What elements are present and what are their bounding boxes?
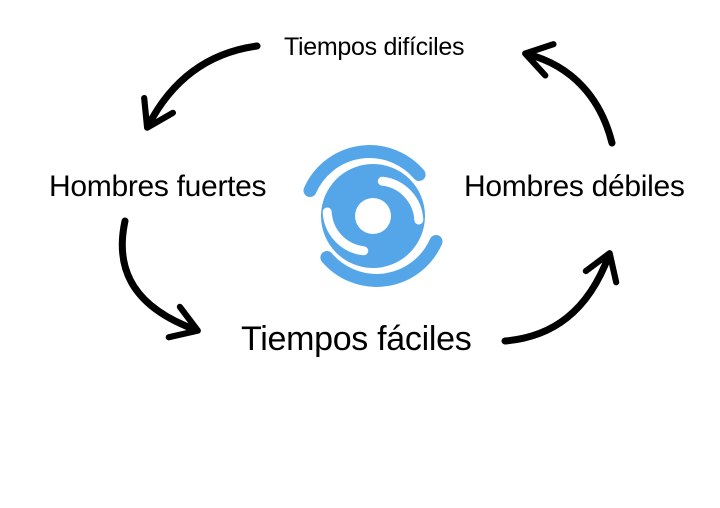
- node-label-easy-times: Tiempos fáciles: [241, 320, 472, 358]
- arrow-easy-to-weak-icon: [501, 250, 620, 345]
- hurricane-eye: [355, 198, 391, 234]
- hurricane-spiral-slit-upper: [377, 176, 424, 225]
- node-label-hard-times: Tiempos difíciles: [284, 33, 465, 61]
- hurricane-icon: [303, 145, 443, 287]
- node-label-weak-men: Hombres débiles: [464, 170, 685, 203]
- hurricane-spiral-slit-lower: [322, 207, 369, 256]
- hurricane-arm-bottom: [320, 235, 443, 287]
- arrow-weak-to-difficult-icon: [522, 41, 616, 147]
- node-label-strong-men: Hombres fuertes: [49, 170, 267, 203]
- hurricane-arm-top: [303, 145, 426, 197]
- arrow-difficult-to-strong-icon: [141, 42, 261, 131]
- arrow-strong-to-easy-icon: [118, 217, 201, 341]
